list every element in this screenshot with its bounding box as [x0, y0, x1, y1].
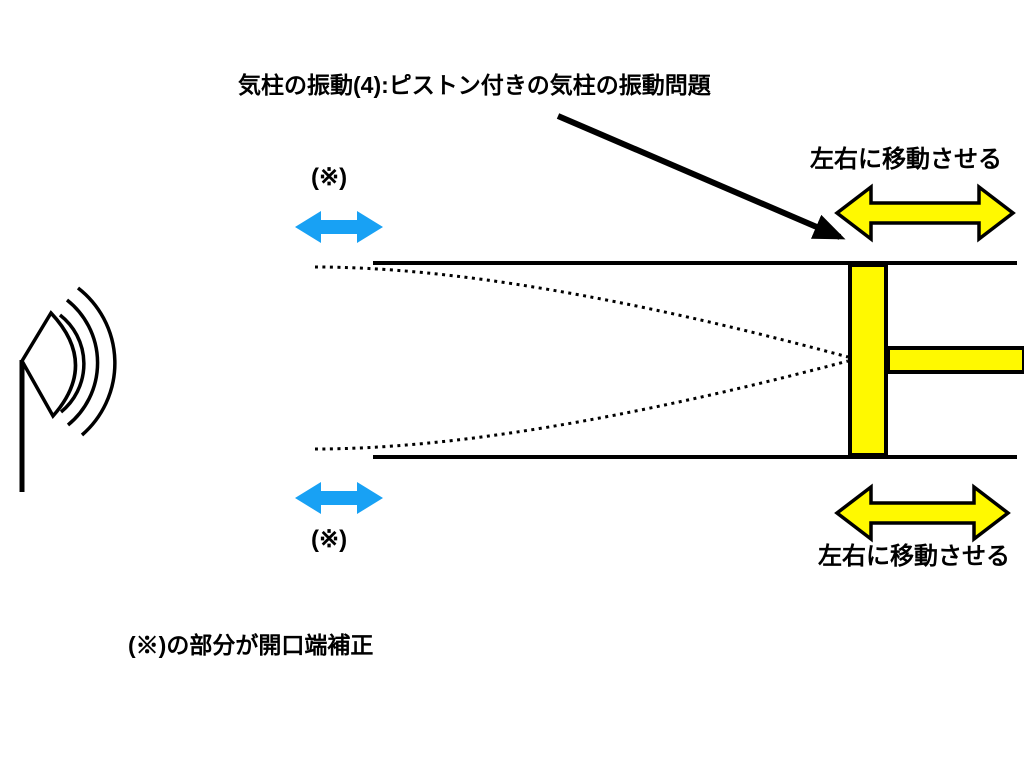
open-end-note: (※)の部分が開口端補正 [128, 632, 374, 658]
open-end-arrow-top-icon [295, 211, 383, 243]
speaker-cone [19, 310, 78, 420]
annotation-arrow [556, 113, 846, 240]
piston-move-arrow-top-icon [834, 183, 1016, 243]
speaker-icon [19, 286, 117, 492]
standing-wave-envelope-top [314, 265, 849, 359]
open-end-correction-label-top: (※) [311, 164, 348, 191]
sound-wave-arc-inner [58, 313, 86, 414]
slide-title: 気柱の振動(4):ピストン付きの気柱の振動問題 [238, 72, 711, 98]
piston-move-arrow-bottom-icon [834, 483, 1011, 543]
standing-wave-envelope-bottom [314, 359, 849, 451]
sound-wave-arc-middle [65, 298, 100, 427]
open-end-arrow-bottom-icon [295, 482, 383, 514]
sound-wave-arc-outer [76, 286, 117, 437]
piston-move-label-top: 左右に移動させる [810, 146, 1002, 173]
open-end-correction-label-bottom: (※) [311, 526, 348, 553]
piston-rod [886, 346, 1024, 374]
piston-move-label-bottom: 左右に移動させる [818, 543, 1010, 570]
piston [848, 263, 888, 457]
